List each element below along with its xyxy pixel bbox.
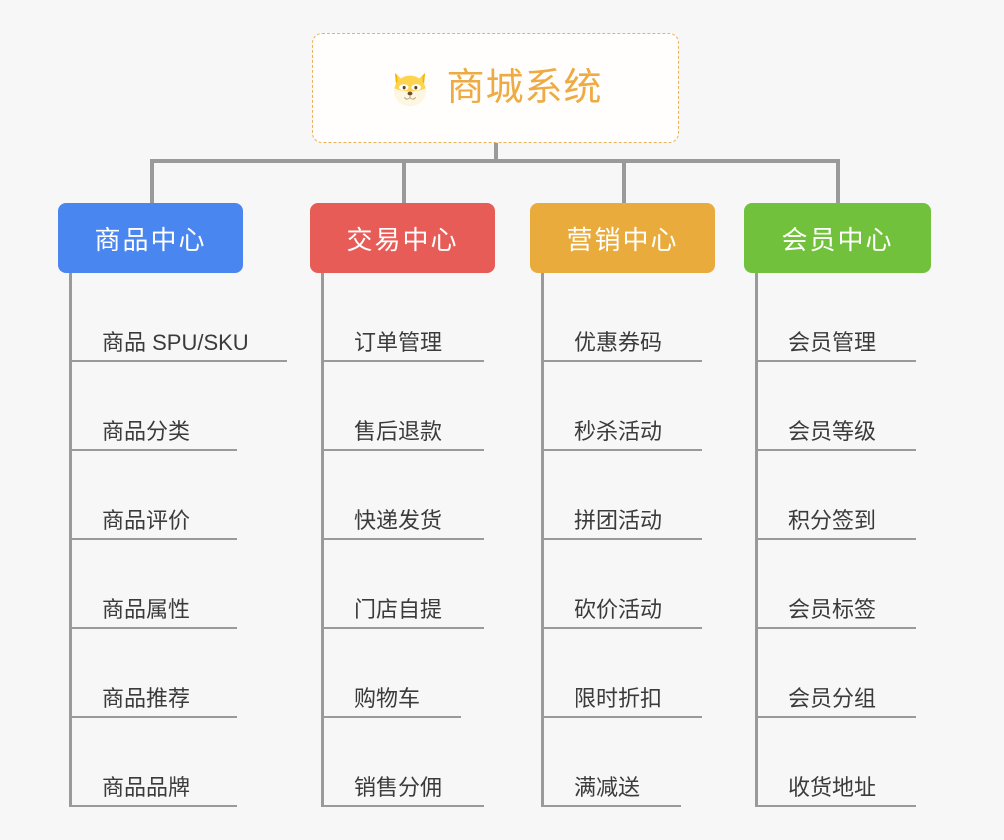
branch-column-member-center: 会员中心 会员管理 会员等级 积分签到 会员标签 会员分组 收货地址 — [744, 203, 944, 807]
leaf-label: 商品属性 — [102, 596, 191, 622]
leaf-label: 购物车 — [354, 685, 421, 711]
leaf-item[interactable]: 会员分组 — [758, 629, 916, 718]
leaf-label: 砍价活动 — [574, 596, 663, 622]
connector-drop-marketing-center — [622, 159, 626, 205]
leaf-item[interactable]: 商品品牌 — [72, 718, 237, 807]
leaf-label: 商品 SPU/SKU — [102, 329, 249, 355]
branch-column-trade-center: 交易中心 订单管理 售后退款 快递发货 门店自提 购物车 销售分佣 — [310, 203, 510, 807]
connector-drop-member-center — [836, 159, 840, 205]
leaf-item[interactable]: 商品评价 — [72, 451, 237, 540]
branch-header-label: 交易中心 — [346, 224, 459, 255]
leaf-label: 积分签到 — [788, 507, 877, 533]
leaf-list-member-center: 会员管理 会员等级 积分签到 会员标签 会员分组 收货地址 — [755, 273, 944, 807]
leaf-label: 订单管理 — [354, 329, 443, 355]
branch-header-label: 会员中心 — [781, 224, 894, 255]
leaf-label: 商品评价 — [102, 507, 191, 533]
shiba-dog-face-icon — [388, 66, 432, 110]
leaf-list-trade-center: 订单管理 售后退款 快递发货 门店自提 购物车 销售分佣 — [321, 273, 510, 807]
branch-header-label: 商品中心 — [94, 224, 207, 255]
leaf-label: 会员标签 — [788, 596, 877, 622]
leaf-label: 快递发货 — [354, 507, 443, 533]
leaf-label: 会员分组 — [788, 685, 877, 711]
leaf-item[interactable]: 会员等级 — [758, 362, 916, 451]
leaf-label: 秒杀活动 — [574, 418, 663, 444]
leaf-item[interactable]: 积分签到 — [758, 451, 916, 540]
branch-header-trade-center[interactable]: 交易中心 — [310, 203, 495, 273]
branch-header-label: 营销中心 — [566, 224, 679, 255]
leaf-label: 商品分类 — [102, 418, 191, 444]
leaf-item[interactable]: 商品推荐 — [72, 629, 237, 718]
leaf-item[interactable]: 商品属性 — [72, 540, 237, 629]
leaf-label: 门店自提 — [354, 596, 443, 622]
leaf-label: 收货地址 — [788, 774, 877, 800]
connector-horizontal-bus — [150, 159, 840, 163]
leaf-item[interactable]: 拼团活动 — [544, 451, 702, 540]
leaf-item[interactable]: 快递发货 — [324, 451, 484, 540]
leaf-item[interactable]: 售后退款 — [324, 362, 484, 451]
leaf-label: 售后退款 — [354, 418, 443, 444]
branch-column-product-center: 商品中心 商品 SPU/SKU 商品分类 商品评价 商品属性 商品推荐 商品品牌 — [58, 203, 298, 807]
connector-root-stem — [494, 143, 498, 163]
leaf-item[interactable]: 销售分佣 — [324, 718, 484, 807]
leaf-label: 销售分佣 — [354, 774, 443, 800]
leaf-label: 商品推荐 — [102, 685, 191, 711]
leaf-list-marketing-center: 优惠券码 秒杀活动 拼团活动 砍价活动 限时折扣 满减送 — [541, 273, 730, 807]
leaf-item[interactable]: 秒杀活动 — [544, 362, 702, 451]
leaf-label: 限时折扣 — [574, 685, 663, 711]
branch-header-product-center[interactable]: 商品中心 — [58, 203, 243, 273]
leaf-item[interactable]: 购物车 — [324, 629, 461, 718]
leaf-list-product-center: 商品 SPU/SKU 商品分类 商品评价 商品属性 商品推荐 商品品牌 — [69, 273, 298, 807]
leaf-label: 会员等级 — [788, 418, 877, 444]
leaf-item[interactable]: 满减送 — [544, 718, 681, 807]
leaf-label: 优惠券码 — [574, 329, 663, 355]
leaf-item[interactable]: 商品 SPU/SKU — [72, 273, 287, 362]
leaf-label: 满减送 — [574, 774, 641, 800]
branch-header-marketing-center[interactable]: 营销中心 — [530, 203, 715, 273]
leaf-item[interactable]: 收货地址 — [758, 718, 916, 807]
leaf-item[interactable]: 订单管理 — [324, 273, 484, 362]
leaf-item[interactable]: 商品分类 — [72, 362, 237, 451]
connector-drop-trade-center — [402, 159, 406, 205]
leaf-item[interactable]: 优惠券码 — [544, 273, 702, 362]
leaf-item[interactable]: 会员标签 — [758, 540, 916, 629]
branch-column-marketing-center: 营销中心 优惠券码 秒杀活动 拼团活动 砍价活动 限时折扣 满减送 — [530, 203, 730, 807]
leaf-item[interactable]: 砍价活动 — [544, 540, 702, 629]
root-node[interactable]: 商城系统 — [312, 33, 679, 143]
leaf-label: 商品品牌 — [102, 774, 191, 800]
leaf-label: 拼团活动 — [574, 507, 663, 533]
leaf-item[interactable]: 门店自提 — [324, 540, 484, 629]
connector-drop-product-center — [150, 159, 154, 205]
branch-header-member-center[interactable]: 会员中心 — [744, 203, 931, 273]
leaf-item[interactable]: 限时折扣 — [544, 629, 702, 718]
leaf-label: 会员管理 — [788, 329, 877, 355]
leaf-item[interactable]: 会员管理 — [758, 273, 916, 362]
root-title: 商城系统 — [446, 67, 603, 109]
